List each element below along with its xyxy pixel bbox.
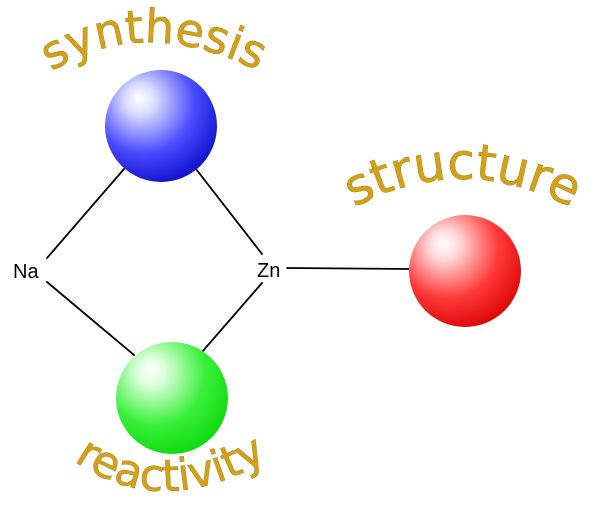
bond-na-synthesis [46, 168, 125, 259]
bond-na-reactivity [46, 281, 135, 356]
synthesis-word-path: synthesis [30, 0, 276, 81]
bond-zn-structure [286, 267, 411, 270]
structure-word-path: structure [334, 133, 591, 219]
structure-word: structure [334, 133, 590, 218]
structure-sphere [409, 215, 521, 327]
synthesis-sphere [105, 70, 217, 182]
reactivity-sphere [116, 342, 228, 454]
synthesis-word: synthesis [30, 0, 275, 81]
sodium-atom-label: Na [13, 261, 39, 283]
bond-zn-reactivity [201, 282, 263, 353]
bond-synthesis-zn [195, 168, 263, 255]
zinc-atom-label: Zn [257, 260, 280, 282]
